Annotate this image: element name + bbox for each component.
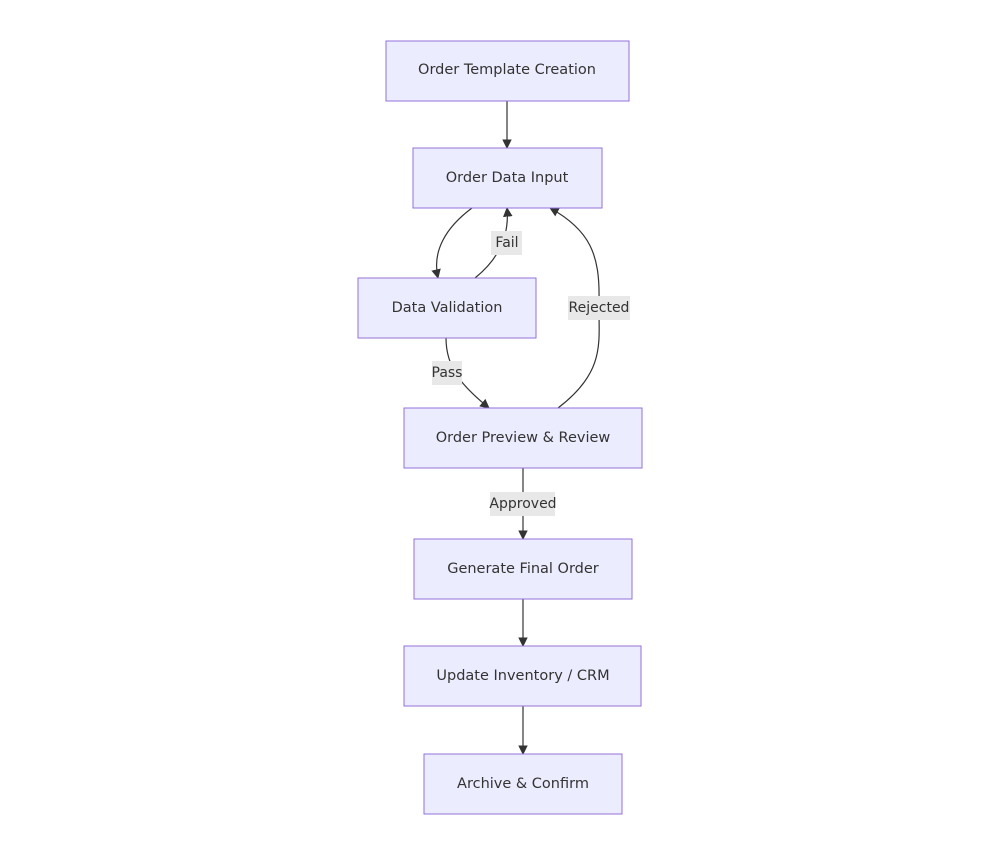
node-generate-final-order-label: Generate Final Order xyxy=(447,561,599,577)
edge-label-approved-text: Approved xyxy=(489,496,556,512)
node-archive-confirm[interactable]: Archive & Confirm xyxy=(423,753,623,815)
edge-input-to-validation xyxy=(431,207,473,279)
node-generate-final-order[interactable]: Generate Final Order xyxy=(413,538,633,600)
node-archive-confirm-label: Archive & Confirm xyxy=(457,776,589,792)
node-order-preview-review[interactable]: Order Preview & Review xyxy=(403,407,643,469)
node-order-template-creation[interactable]: Order Template Creation xyxy=(385,40,630,102)
edge-label-rejected-text: Rejected xyxy=(569,300,630,316)
edge-label-fail-text: Fail xyxy=(495,235,518,251)
edge-label-rejected: Rejected xyxy=(568,296,630,320)
node-order-data-input[interactable]: Order Data Input xyxy=(412,147,603,209)
nodes: Order Template Creation Order Data Input… xyxy=(357,40,643,815)
node-data-validation-label: Data Validation xyxy=(392,300,503,316)
node-order-template-creation-label: Order Template Creation xyxy=(418,62,596,78)
node-update-inventory-crm-label: Update Inventory / CRM xyxy=(436,668,609,684)
edge-label-fail: Fail xyxy=(491,231,522,255)
node-update-inventory-crm[interactable]: Update Inventory / CRM xyxy=(403,645,642,707)
edge-labels: Fail Pass Rejected Approved xyxy=(432,231,630,516)
edge-label-pass-text: Pass xyxy=(432,365,463,381)
node-data-validation[interactable]: Data Validation xyxy=(357,277,537,339)
edge-label-approved: Approved xyxy=(489,492,557,516)
edge-label-pass: Pass xyxy=(432,361,463,385)
node-order-data-input-label: Order Data Input xyxy=(446,170,569,186)
node-order-preview-review-label: Order Preview & Review xyxy=(436,430,611,446)
